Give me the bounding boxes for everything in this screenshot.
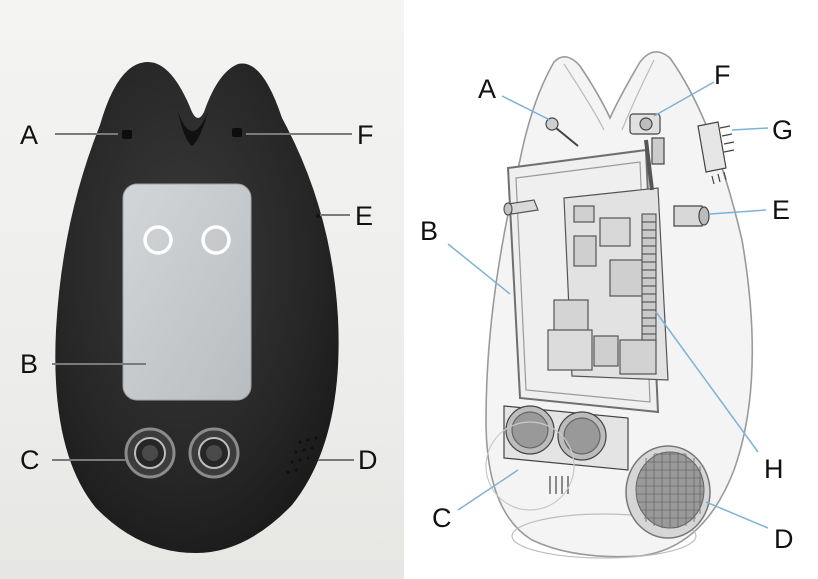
drawing-label-c: C [432,503,452,533]
ultrasonic-sensor-right [188,427,240,479]
drawing-label-h: H [764,454,784,484]
drawing-label-g: G [772,115,794,145]
microphone-e [673,205,710,227]
screen-eye-right [201,225,231,255]
drawing-label-f: F [714,60,731,90]
photo-label-b: B [20,349,39,379]
drawing-label-b: B [420,216,439,246]
photo-label-c: C [20,445,40,475]
drawing-label-e: E [772,195,791,225]
mic-e [316,214,320,218]
connector-g [697,121,735,185]
camera-module [629,113,665,165]
drawing-label-d: D [774,524,794,554]
robot-photo-svg [52,62,354,553]
sensor-f [232,128,242,137]
speaker-d [625,445,711,539]
ribbon-cable [644,139,654,191]
ear-inner-lines [563,59,655,131]
gpio-header [641,213,657,341]
robot-drawing-svg [447,51,769,559]
robot-drawing-panel: A F G E B H C D [414,0,818,579]
drawing-leader-lines [447,81,769,529]
photo-label-e: E [355,201,374,231]
ear-notch [178,112,208,146]
robot-photo-panel: A F E B C D [0,0,404,579]
sensor-a-part [545,117,579,147]
photo-label-a: A [20,120,39,150]
photo-leader-lines [52,133,354,461]
photo-label-d: D [358,445,378,475]
ultrasonic-sensor-left [124,427,176,479]
screen-eye-left [143,225,173,255]
display-screen [122,183,252,401]
ultrasonic-outline-ring [485,421,575,511]
standoff-left [503,199,539,216]
drawing-label-a: A [478,74,497,104]
sensor-a [122,130,132,139]
photo-label-f: F [357,120,374,150]
base-ellipse [511,513,697,559]
speaker-holes [286,436,318,474]
